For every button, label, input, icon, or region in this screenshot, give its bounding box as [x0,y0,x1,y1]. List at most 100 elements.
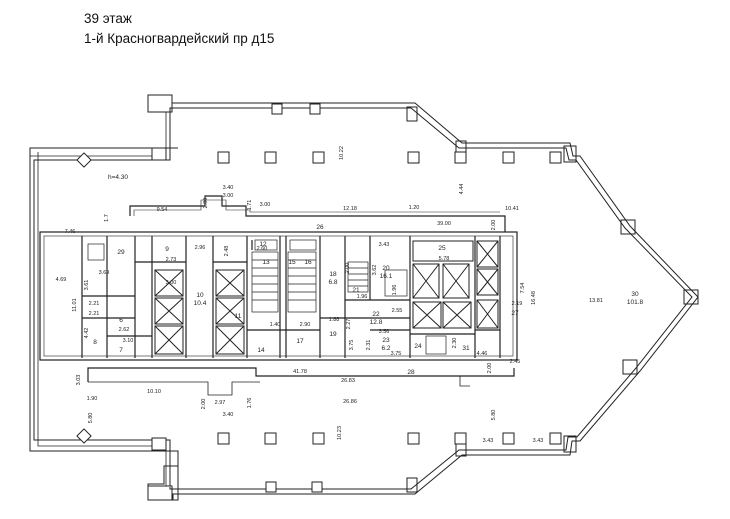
core-outline [39,231,518,361]
dimension: 5.80 [491,410,497,421]
elevator-shaft [476,299,499,329]
column [312,151,325,164]
dimension: 7.46 [65,229,76,235]
left-inner-wall-2 [37,152,167,486]
toilet-room-stall [289,239,317,251]
column [311,481,323,493]
room-number: 30 [631,291,639,298]
elevator-shaft [154,325,184,355]
room-number: 19 [329,331,337,338]
column [454,151,467,164]
dimension: 2.73 [166,257,177,263]
column [502,432,515,445]
column [265,481,277,493]
toilet-room-stall [425,335,447,355]
room-area: 16.1 [380,273,393,280]
core-walls [39,195,518,396]
stair-block [251,251,279,313]
room-number: 11 [235,313,242,320]
bay-s-tower [406,477,418,493]
dimension: 2.19 [512,301,523,307]
room-number: 7 [119,347,123,354]
dimension: 3.40 [223,412,234,418]
toilet-room-stall [384,269,408,297]
dimension: 3.43 [379,242,390,248]
stair-treads [348,267,368,287]
dimension: 3.62 [372,265,378,276]
bay-e2-pillar [620,219,636,235]
ceiling-height-label: h=4.30 [108,174,128,181]
room-number: 25 [438,245,446,252]
dimension: 39.00 [437,221,451,227]
bay-tip [683,289,699,305]
corridor-bottom-2 [88,381,260,396]
floor-title: 39 этаж [84,11,132,26]
elevator-shaft [215,269,245,297]
room-number: 20 [382,265,390,272]
room-area: 101.8 [627,299,644,306]
toilet-room-stall [87,243,105,261]
dimension: 3.00 [166,280,177,286]
bay-nw-tower [406,106,418,122]
room-area: 10.4 [194,300,207,307]
room-number: 24 [414,343,422,350]
dimension: 4.44 [459,184,465,195]
room-number: 18 [329,271,337,278]
dimension: 4.46 [477,351,488,357]
dimension: 5.78 [439,256,450,262]
room-number: 16 [304,259,312,266]
dimension: 3.10 [123,338,134,344]
dimension: 26.86 [343,399,357,405]
dimension: 2.45 [510,359,521,365]
elevator-shaft [412,240,474,262]
outer-wall-shell-outer [147,94,699,501]
dimension: 2.27 [346,319,352,330]
column [264,151,277,164]
dimension: 2.00 [487,363,493,374]
elevator-shaft [476,268,499,296]
dimension: 4.42 [84,328,90,339]
column [407,432,420,445]
dimension: 3.43 [483,438,494,444]
room-number: 17 [296,338,304,345]
dimension: 2.48 [224,246,230,257]
column [217,432,230,445]
room-number: 12 [259,241,267,248]
elevator-shaft [215,325,245,355]
room-number: 13 [262,259,270,266]
dimension: 1.76 [247,398,253,409]
dimension: 1.96 [357,294,368,300]
dimension: 2.62 [119,327,130,333]
bay-se2-pillar [563,435,577,453]
dimension: 2.55 [392,308,403,314]
dimension: 2.00 [491,220,497,231]
dimension: 16.48 [531,291,537,305]
dimension: 1.20 [409,205,420,211]
elevator-shafts [154,240,499,355]
column [271,103,283,115]
elevator-shaft [442,301,472,329]
dimension: 2.00 [201,399,207,410]
dimension-labels: 3.40 3.00 9.54 2.00 1.71 3.00 12.18 1.20… [56,146,603,444]
column [217,151,230,164]
dimension: 1.40 [270,322,281,328]
room-number: 9 [165,246,169,253]
room-number: 29 [117,249,125,256]
column [312,432,325,445]
dimension: 2.21 [89,311,100,317]
column [151,437,167,451]
dimension: 13.81 [589,298,603,304]
column [151,147,167,161]
room-number: 14 [257,347,265,354]
column [549,151,562,164]
room-number: 10 [196,292,204,299]
dimension: 2.97 [215,400,226,406]
dimension: 10.41 [505,206,519,212]
dimension: 3.40 [223,185,234,191]
room-area: 12.8 [370,319,383,326]
column [502,151,515,164]
dimension: 2.30 [452,338,458,349]
dimension: 1.90 [87,396,98,402]
